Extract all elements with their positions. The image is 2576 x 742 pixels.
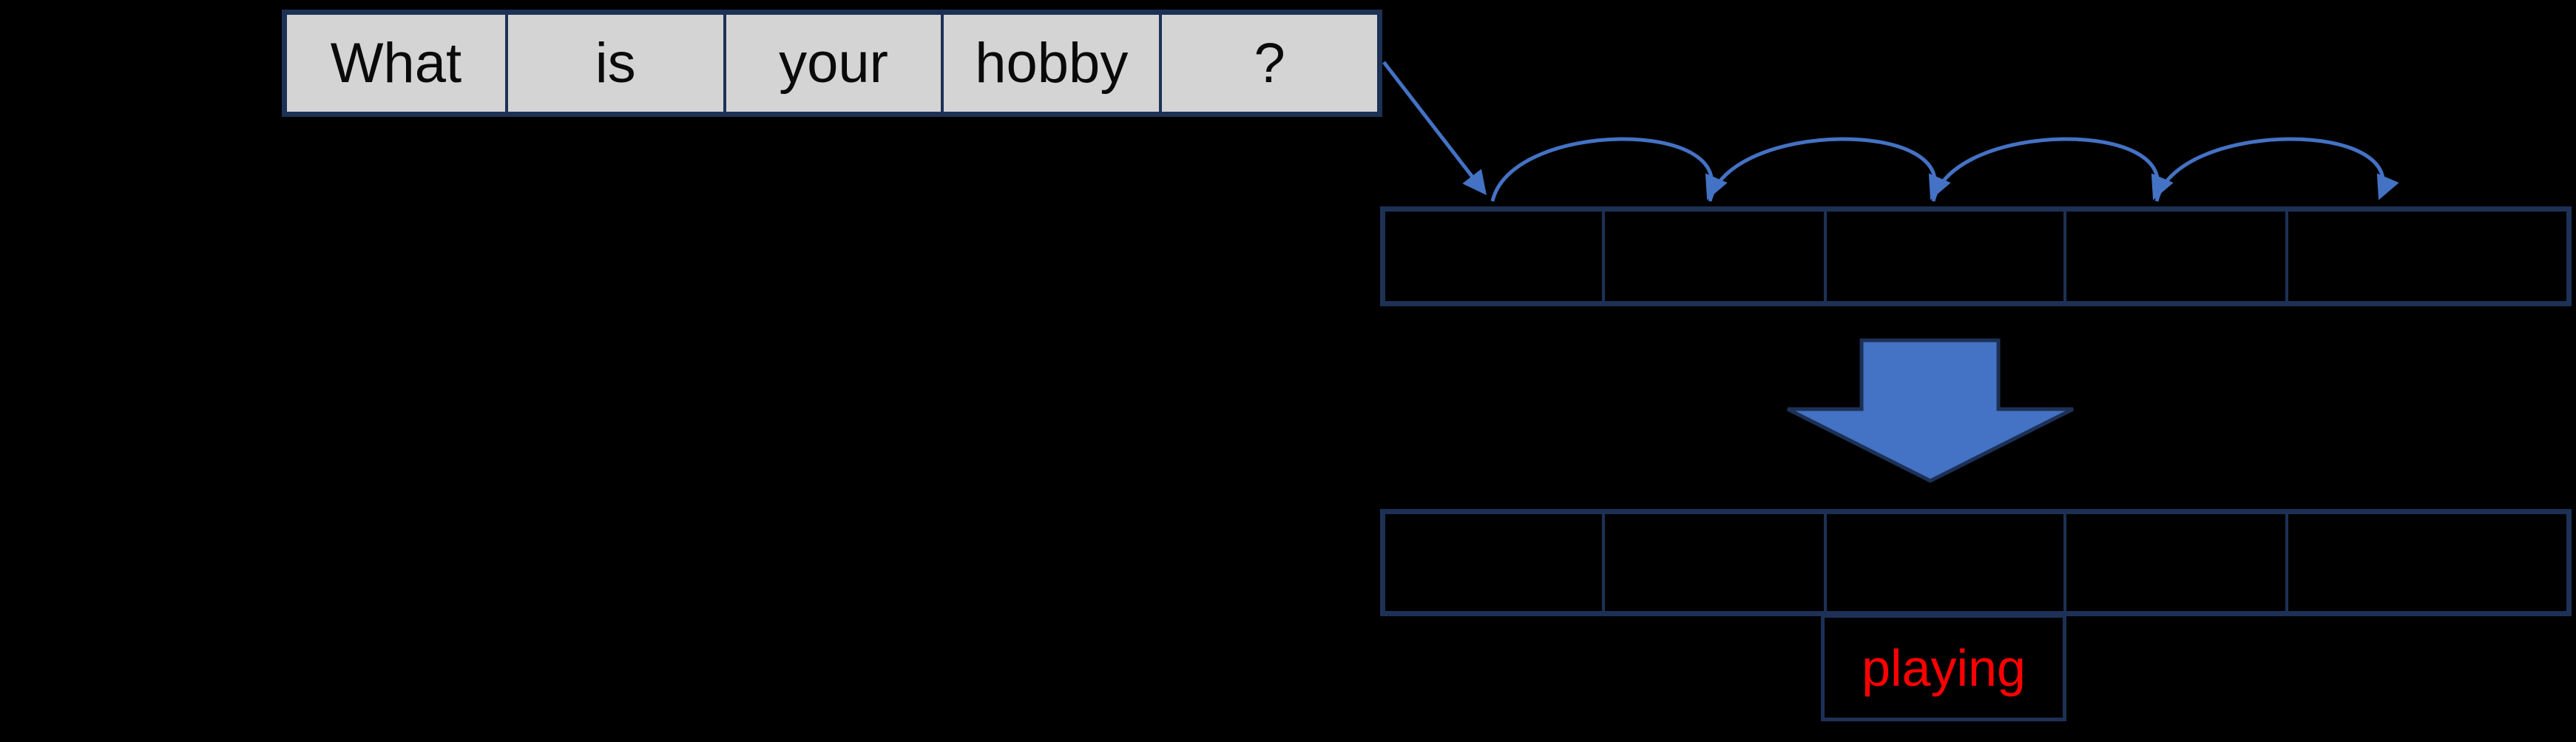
question-token-cell: ?	[1159, 15, 1377, 112]
question-token-cell: What	[287, 15, 505, 112]
state-cell	[1385, 212, 1602, 301]
state-cell	[1602, 212, 1824, 301]
state-cell	[1824, 212, 2063, 301]
state-cell	[2285, 514, 2566, 611]
question-token: your	[779, 31, 888, 95]
question-token: is	[595, 31, 636, 95]
top-state-row	[1380, 206, 2572, 306]
question-token-cell: is	[504, 15, 723, 112]
state-cell	[1824, 514, 2063, 611]
question-token: What	[330, 31, 462, 95]
hop-arc-icon-3	[1931, 137, 2174, 202]
hop-arc-icon-2	[1708, 137, 1951, 202]
bottom-state-row	[1380, 509, 2572, 616]
input-arrow-icon	[1382, 61, 1487, 195]
state-cell	[1602, 514, 1824, 611]
state-cell	[2063, 212, 2285, 301]
question-table: What is your hobby ?	[282, 10, 1382, 117]
question-token-cell: your	[723, 15, 942, 112]
hop-arc-icon-4	[2154, 137, 2399, 202]
hop-arc-icon-1	[1490, 137, 1728, 202]
answer-label: playing	[1862, 638, 2026, 697]
state-cell	[2285, 212, 2566, 301]
down-block-arrow-icon	[1786, 338, 2075, 483]
state-cell	[1385, 514, 1602, 611]
question-token: hobby	[975, 31, 1129, 95]
answer-cell: playing	[1821, 614, 2066, 721]
question-token-cell: hobby	[941, 15, 1159, 112]
state-cell	[2063, 514, 2285, 611]
question-token: ?	[1254, 31, 1285, 95]
